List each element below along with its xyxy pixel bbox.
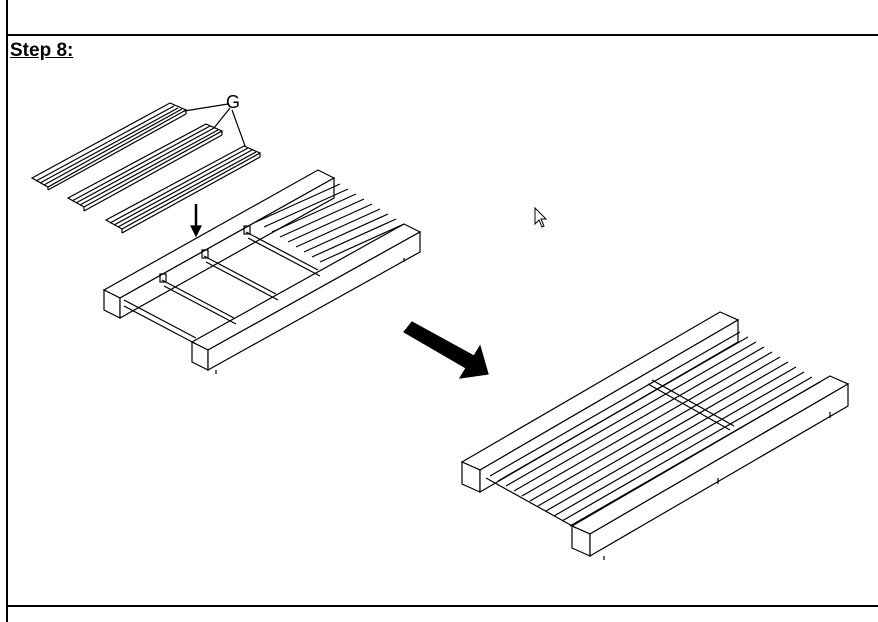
step-title: Step 8:	[10, 40, 74, 61]
part-g-label: G	[226, 92, 241, 112]
mouse-cursor-icon	[534, 206, 548, 228]
next-step-arrow-icon	[403, 321, 489, 379]
bed-frame-assembled	[460, 311, 850, 560]
down-arrow-icon	[190, 204, 202, 238]
bed-frame-open	[102, 169, 422, 374]
slat-panel-3	[104, 145, 262, 234]
slat-panel-1	[30, 102, 188, 191]
slat-panel-2	[66, 123, 224, 212]
